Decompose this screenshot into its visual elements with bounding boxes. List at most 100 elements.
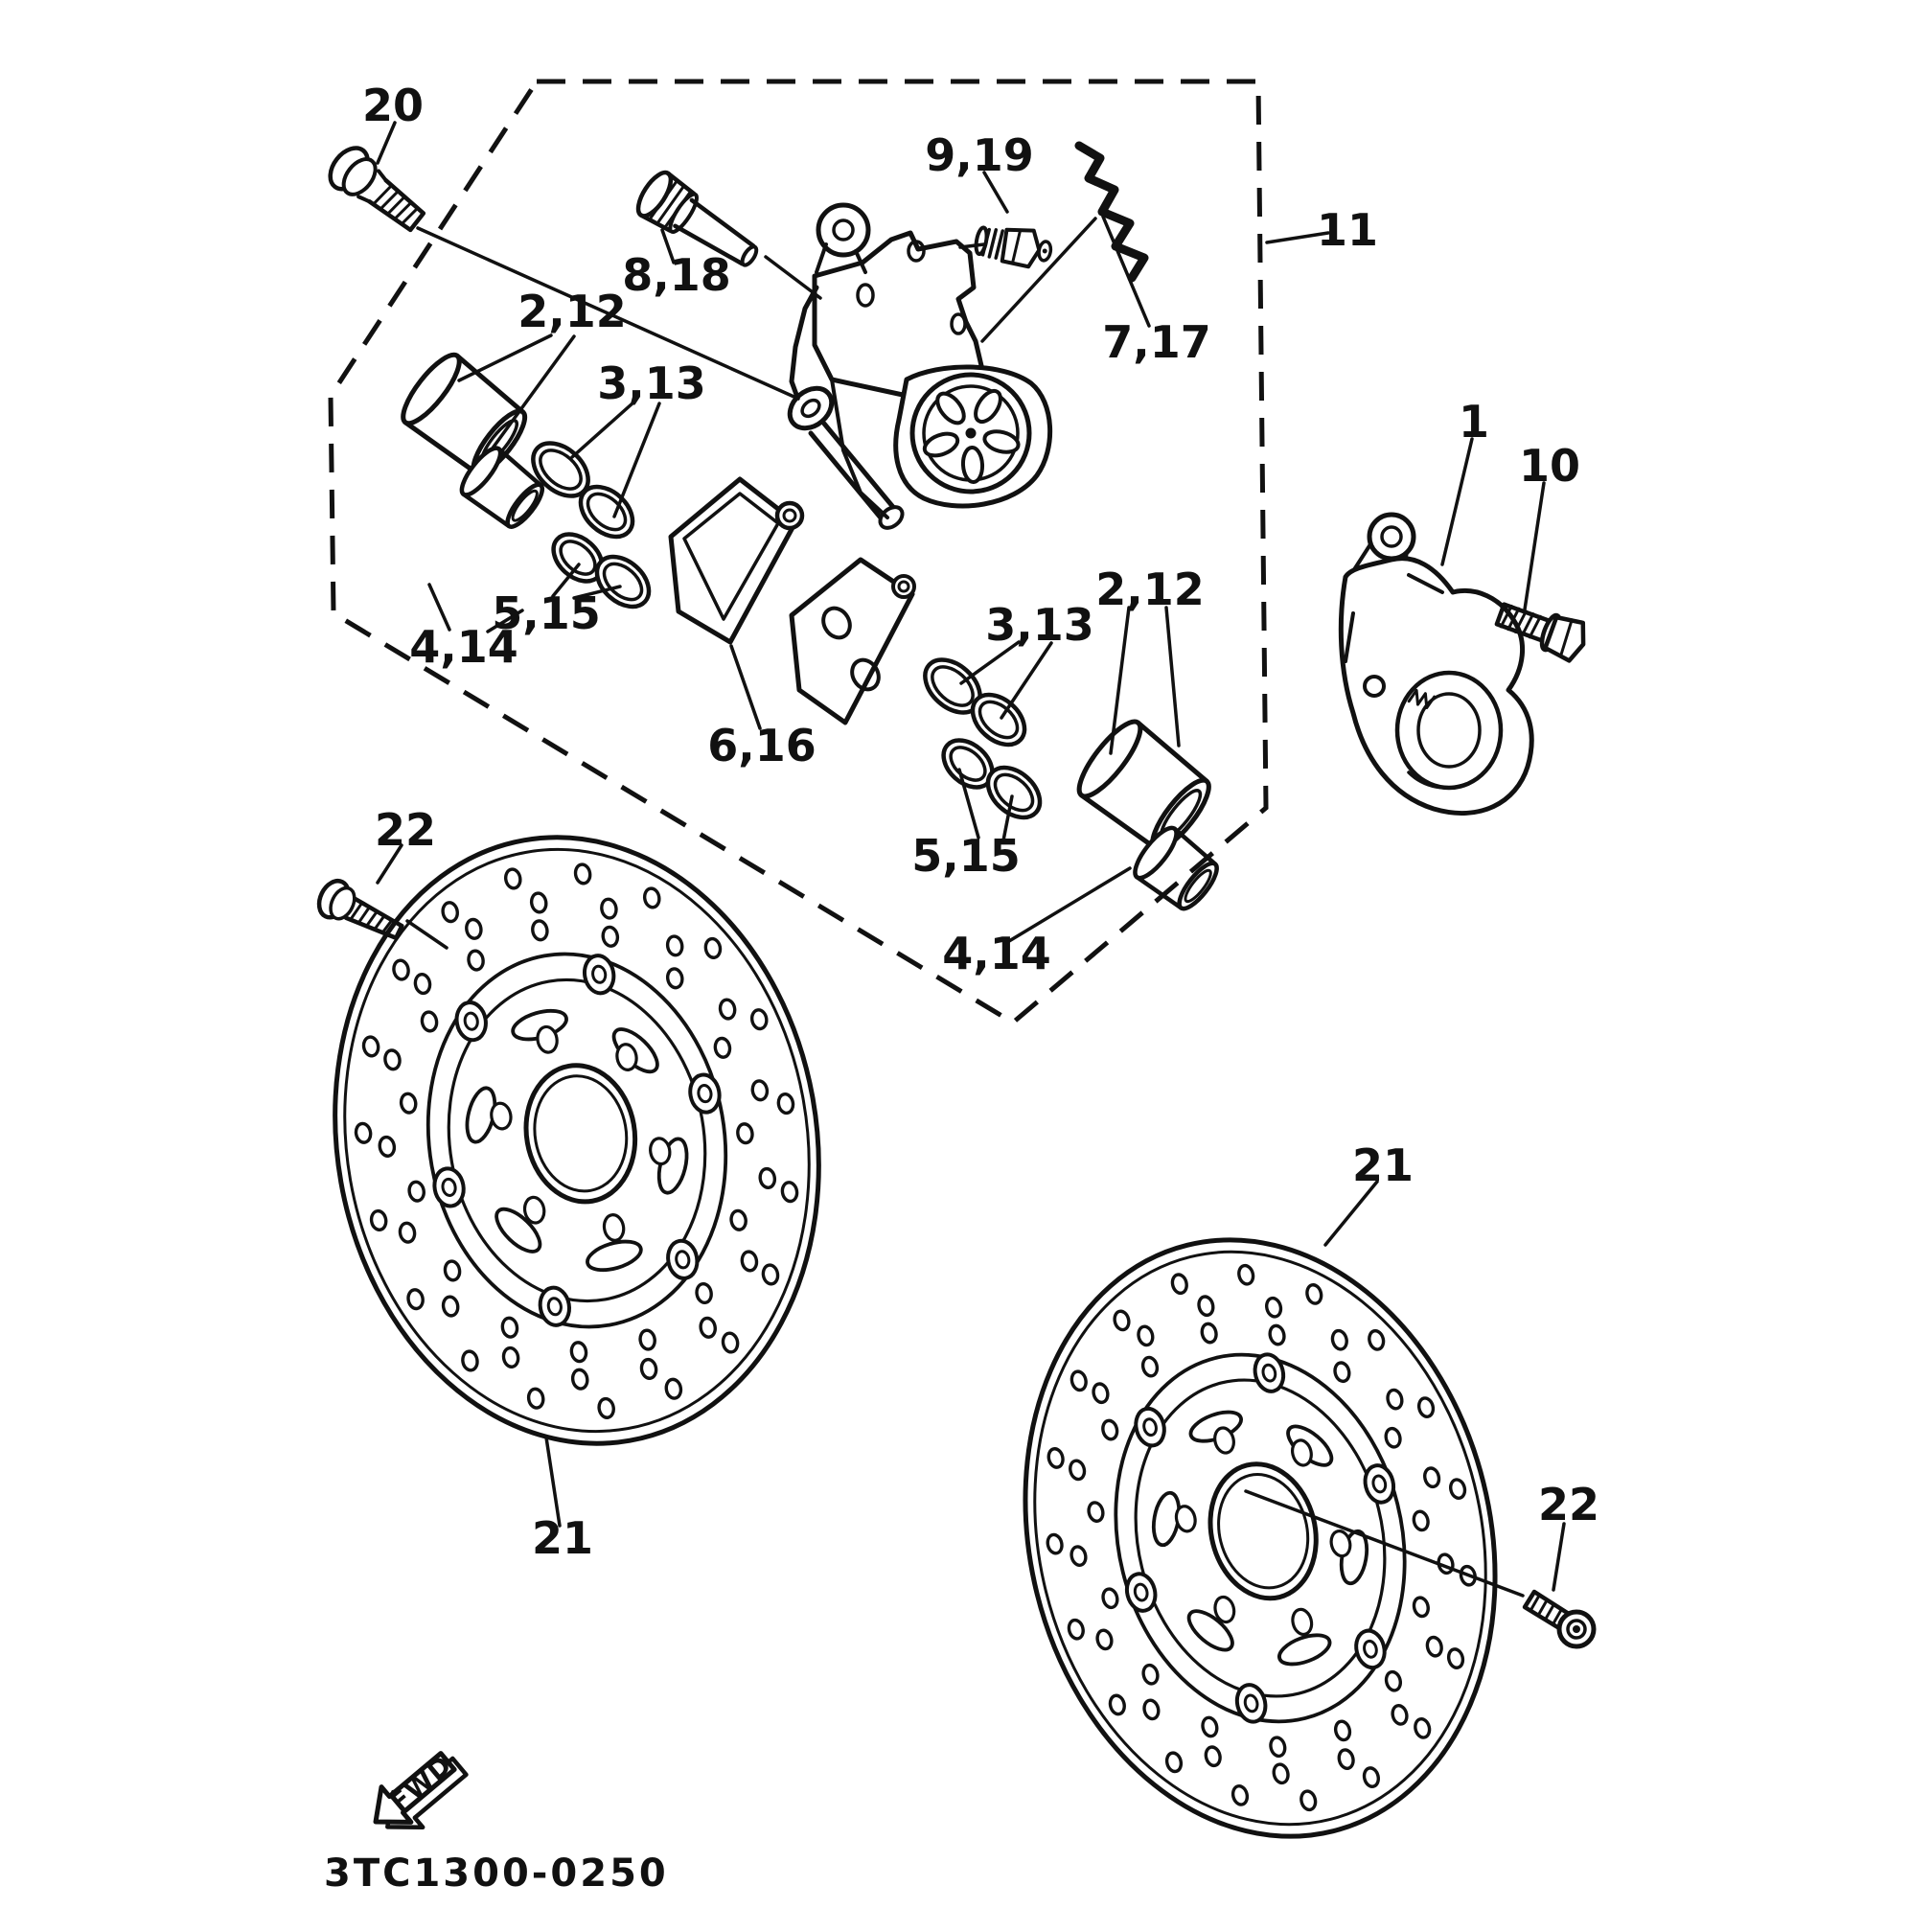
disc-hole	[597, 1396, 615, 1419]
bracket-wheel-face-part	[935, 391, 966, 426]
disc-hole	[573, 862, 592, 886]
disc-hole	[1069, 1459, 1087, 1482]
carrier-ring	[447, 978, 707, 1303]
disc-hole	[729, 1208, 748, 1231]
disc-hole	[503, 867, 522, 890]
leader-line	[427, 583, 451, 632]
leader-line	[1265, 231, 1330, 244]
callout-21-left: 21	[532, 1512, 593, 1564]
leader-line	[980, 217, 1097, 343]
disc-hole	[420, 1010, 439, 1033]
callout-22-left: 22	[375, 804, 436, 856]
seal-group-left-part	[586, 492, 628, 532]
seal-group-left-part	[602, 562, 644, 602]
carrier-cutout	[494, 1207, 542, 1254]
disc-hole	[378, 1135, 397, 1158]
brake-pads-6-16-part	[850, 657, 881, 692]
bracket-wheel-face-part	[982, 429, 1021, 454]
bleed-screw-9-19	[974, 225, 1053, 269]
disc-hole	[740, 1250, 759, 1273]
disc-hole	[406, 1288, 425, 1311]
disc-hole	[570, 1368, 589, 1391]
hub-center-hole-inner	[533, 1074, 629, 1193]
brake-pads-6-16-part	[668, 476, 798, 645]
disc-hole	[639, 1357, 658, 1380]
brake-pads-6-16-part	[782, 508, 797, 523]
float-button-center	[1371, 1474, 1388, 1494]
disc-outer-edge-inner-line	[343, 847, 811, 1434]
disc-hole	[718, 998, 737, 1021]
leader-line	[570, 401, 635, 459]
hub-bolt-hole	[1174, 1505, 1197, 1533]
leader-line	[376, 121, 397, 165]
disc-hole	[1113, 1309, 1131, 1332]
caliper-bracket-part	[815, 242, 867, 274]
hub-center-hole	[523, 1063, 638, 1205]
hub-bolt-hole	[1213, 1426, 1235, 1455]
hub-bolt-hole	[649, 1137, 672, 1166]
disc-hole	[1237, 1263, 1255, 1286]
leader-line	[490, 334, 576, 451]
disc-hole	[780, 1181, 799, 1204]
float-button	[432, 1166, 466, 1208]
caliper-assembly-1-part	[1380, 525, 1403, 548]
piston-group-left-part	[459, 446, 545, 529]
caliper-assembly-1	[1338, 512, 1534, 816]
disc-hole	[1164, 1751, 1184, 1774]
friction-band-inner-edge	[1114, 1352, 1407, 1724]
piston-group-right-part-part	[1135, 826, 1218, 910]
leader-line	[612, 402, 661, 518]
leader-line	[1552, 1522, 1566, 1592]
disc-hole	[638, 1328, 656, 1351]
disc-hole	[665, 934, 684, 957]
hub-bolt-hole	[522, 1195, 546, 1225]
disc-bolt-right-22-part	[1566, 1619, 1587, 1640]
caliper-bracket-part	[856, 283, 875, 308]
disc-hole	[1446, 1647, 1465, 1669]
caliper-bracket-part	[812, 230, 986, 398]
leader-line	[405, 919, 448, 950]
disc-hole	[601, 925, 620, 948]
callout-10: 10	[1519, 440, 1580, 492]
disc-hole	[776, 1092, 795, 1116]
bracket-wheel-face-part	[922, 431, 960, 458]
float-button-center	[1142, 1417, 1158, 1438]
disc-hole	[398, 1221, 417, 1244]
brake-pads-6-16-part	[789, 557, 915, 725]
disc-hole	[1046, 1447, 1065, 1469]
pad-spring-7-17-part	[1074, 141, 1149, 283]
leader-line	[1244, 1489, 1525, 1598]
disc-hole	[501, 1346, 520, 1368]
slide-pin-8-18	[635, 170, 759, 267]
caliper-bracket-part	[830, 378, 889, 519]
disc-hole	[392, 958, 410, 981]
hub-center-hole-inner	[1217, 1473, 1310, 1590]
float-button-center	[1243, 1693, 1259, 1714]
hub-bolt-hole	[1213, 1595, 1236, 1624]
caliper-bracket-part	[800, 398, 821, 419]
mount-bolt-20-part	[371, 183, 420, 226]
float-button	[1124, 1572, 1158, 1613]
float-button-center	[1261, 1363, 1277, 1383]
disc-hole	[665, 967, 684, 990]
hub-center-hole	[1208, 1461, 1319, 1601]
bracket-wheel-face-part	[974, 388, 1002, 425]
disc-hole	[1197, 1295, 1215, 1318]
bleed-screw-9-19-part	[980, 227, 1004, 260]
fwd-arrow-face	[373, 1751, 457, 1825]
disc-hole	[369, 1208, 388, 1232]
disc-bolt-right-22-part	[1573, 1625, 1580, 1633]
leader-line	[1440, 437, 1474, 566]
seal-group-right	[923, 657, 1043, 820]
float-button-center	[546, 1297, 563, 1317]
leader-line	[660, 228, 676, 264]
hub-bolt-hole	[490, 1101, 513, 1131]
caliper-bracket-part	[878, 505, 905, 530]
disc-hole	[758, 1166, 777, 1190]
callout-6-16: 6,16	[707, 720, 816, 771]
callout-21-right: 21	[1352, 1139, 1414, 1191]
disc-bolt-left-22	[316, 879, 404, 941]
float-button	[1354, 1628, 1387, 1670]
callout-labels: 20 8,18 9,19 7,17 11 2,12 3,13 5,15 4,14…	[362, 80, 1599, 1564]
